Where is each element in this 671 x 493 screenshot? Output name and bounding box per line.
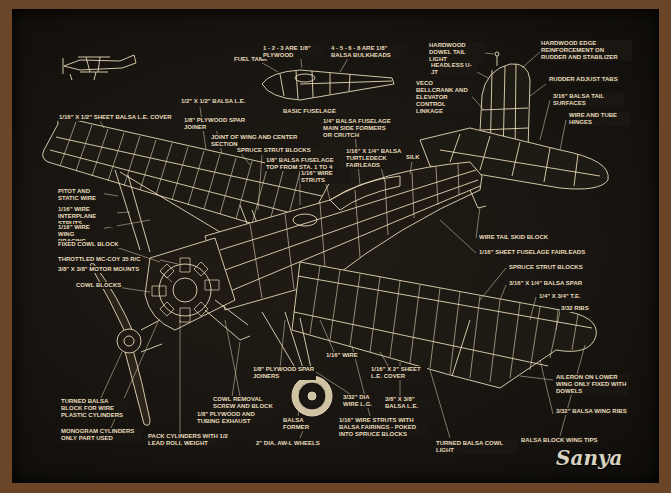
callout-label: 1/4" X 3/4" T.E.: [538, 293, 582, 300]
callout-label: 1/16" WIRE: [325, 352, 359, 359]
callout-label: THROTTLED MC-COY 35 R/C: [57, 256, 142, 263]
callout-label: 4 - 5 - 6 - 8 ARE 1/8" BALSA BULKHEADS: [330, 45, 407, 59]
callout-label: MONOGRAM CYLINDERS ONLY PART USED: [60, 428, 142, 442]
callout-label: 1/16" X 2" SHEET L.E. COVER: [370, 366, 427, 380]
callout-label: 2" DIA. AW-L WHEELS: [255, 440, 321, 447]
callout-label: 3/8" X 3/8" MOTOR MOUNTS: [57, 266, 140, 273]
callout-label: 1/2" X 1/2" BALSA L.E.: [180, 98, 247, 105]
callout-label: 3/8" X 3/8" BALSA L.E.: [384, 396, 431, 410]
callout-label: WIRE TAIL SKID BLOCK: [478, 234, 549, 241]
callout-label: PITOT AND STATIC WIRE: [57, 188, 104, 202]
callout-label: 3/32 RIBS: [560, 305, 590, 312]
callout-label: RUDDER ADJUST TABS: [548, 76, 619, 83]
callout-label: 1/16" WIRE STRUTS WITH BALSA FAIRINGS - …: [338, 417, 430, 438]
callout-label: AILERON ON LOWER WING ONLY FIXED WITH DO…: [555, 374, 629, 395]
callout-label: COWL BLOCKS: [75, 282, 122, 289]
leader-lines: [100, 52, 585, 438]
callout-label: 1/16" WIRE STRUTS: [300, 170, 350, 184]
lower-wing: [292, 262, 596, 388]
callout-label: 1/16" X 1/2" SHEET BALSA L.E. COVER: [58, 114, 173, 121]
callout-label: COWL REMOVAL SCREW AND BLOCK: [212, 396, 286, 410]
callout-label: 1/8" PLYWOOD SPAR JOINER: [183, 117, 255, 131]
callout-label: 3/32" DIA WIRE L.G.: [342, 394, 382, 408]
engine: [145, 238, 250, 340]
callout-label: VECO BELLCRANK AND ELEVATOR CONTROL LINK…: [415, 80, 472, 114]
callout-label: SILK: [405, 154, 421, 161]
callout-label: JOINT OF WING AND CENTER SECTION: [210, 134, 322, 148]
callout-label: SPRUCE STRUT BLOCKS: [236, 147, 312, 154]
callout-label: 3/16" BALSA TAIL SURFACES: [552, 93, 624, 107]
callout-label: HEADLESS U-JT: [430, 62, 477, 76]
callout-label: 3/16" X 1/4" BALSA SPAR: [508, 280, 583, 287]
callout-label: BALSA FORMER: [282, 417, 319, 431]
callout-label: TURNED BALSA BLOCK FOR WIRE PLASTIC CYLI…: [60, 398, 128, 419]
callout-label: WIRE AND TUBE HINGES: [568, 112, 630, 126]
callout-label: 1/8" BALSA FUSELAGE TOP FROM STA. 1 TO 4: [265, 157, 339, 171]
callout-label: 1/16" X 1/4" BALSA TURTLEDECK FAIRLEADS: [345, 148, 409, 169]
callout-label: PACK CYLINDERS WITH 1/2 LEAD ROLL WEIGHT: [147, 433, 231, 447]
callout-label: HARDWOOD DOWEL TAIL LIGHT: [428, 42, 485, 63]
callout-label: HARDWOOD EDGE REINFORCEMENT ON RUDDER AN…: [540, 40, 632, 61]
callout-label: FIXED COWL BLOCK: [57, 241, 120, 248]
side-view: [63, 55, 136, 80]
callout-label: SPRUCE STRUT BLOCKS: [508, 264, 584, 271]
watermark: Sanya: [556, 448, 623, 468]
callout-label: 1/8" PLYWOOD AND TUBING EXHAUST: [196, 411, 278, 425]
callout-label: 1/8" PLYWOOD SPAR JOINERS: [252, 366, 316, 380]
callout-label: 1/16" SHEET FUSELAGE FAIRLEADS: [478, 249, 586, 256]
callout-label: 3/32" BALSA WING RIBS: [555, 408, 628, 415]
tail-skid: [470, 190, 486, 208]
callout-label: BALSA BLOCK WING TIPS: [520, 437, 598, 444]
callout-label: TURNED BALSA COWL LIGHT: [435, 440, 517, 454]
callout-label: 1 - 2 - 3 ARE 1/8" PLYWOOD: [262, 45, 324, 59]
callout-label: 1/4" BALSA FUSELAGE MAIN SIDE FORMERS OR…: [322, 118, 396, 139]
basic-fuselage: [262, 70, 394, 100]
callout-label: BASIC FUSELAGE: [282, 108, 337, 115]
